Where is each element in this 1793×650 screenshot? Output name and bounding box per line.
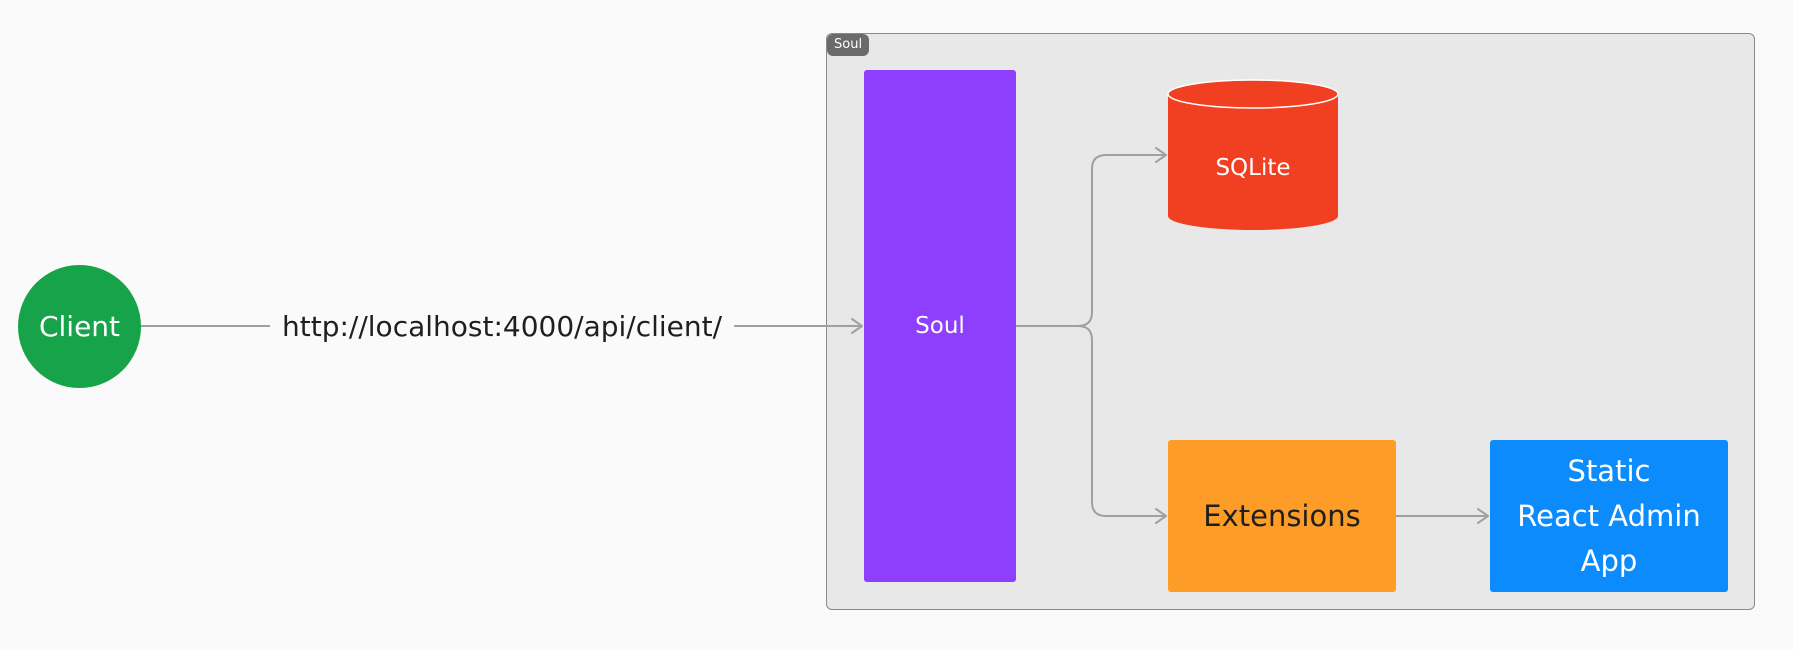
sqlite-cylinder[interactable] xyxy=(1167,79,1339,230)
arrowhead-soul xyxy=(851,318,863,334)
static-app-line-3: App xyxy=(1580,543,1638,578)
client-label: Client xyxy=(38,310,121,343)
arrowhead-sqlite xyxy=(1155,147,1167,163)
soul-label: Soul xyxy=(915,313,965,339)
static-react-admin-app-node[interactable]: Static React Admin App xyxy=(1490,440,1728,592)
edge-url-label: http://localhost:4000/api/client/ xyxy=(270,306,735,348)
static-app-line-2: React Admin xyxy=(1517,498,1701,533)
edge-soul-to-extensions xyxy=(1077,325,1164,517)
extensions-label: Extensions xyxy=(1203,499,1361,533)
static-app-line-1: Static xyxy=(1567,453,1651,488)
client-node[interactable]: Client xyxy=(18,265,141,388)
arrowhead-extensions xyxy=(1155,508,1167,524)
extensions-node[interactable]: Extensions xyxy=(1168,440,1396,592)
soul-node[interactable]: Soul xyxy=(864,70,1016,582)
edge-soul-to-sqlite xyxy=(1077,154,1164,327)
arrowhead-static-app xyxy=(1477,508,1489,524)
sqlite-label: SQLite xyxy=(1215,155,1291,181)
soul-group-badge: Soul xyxy=(827,34,870,56)
